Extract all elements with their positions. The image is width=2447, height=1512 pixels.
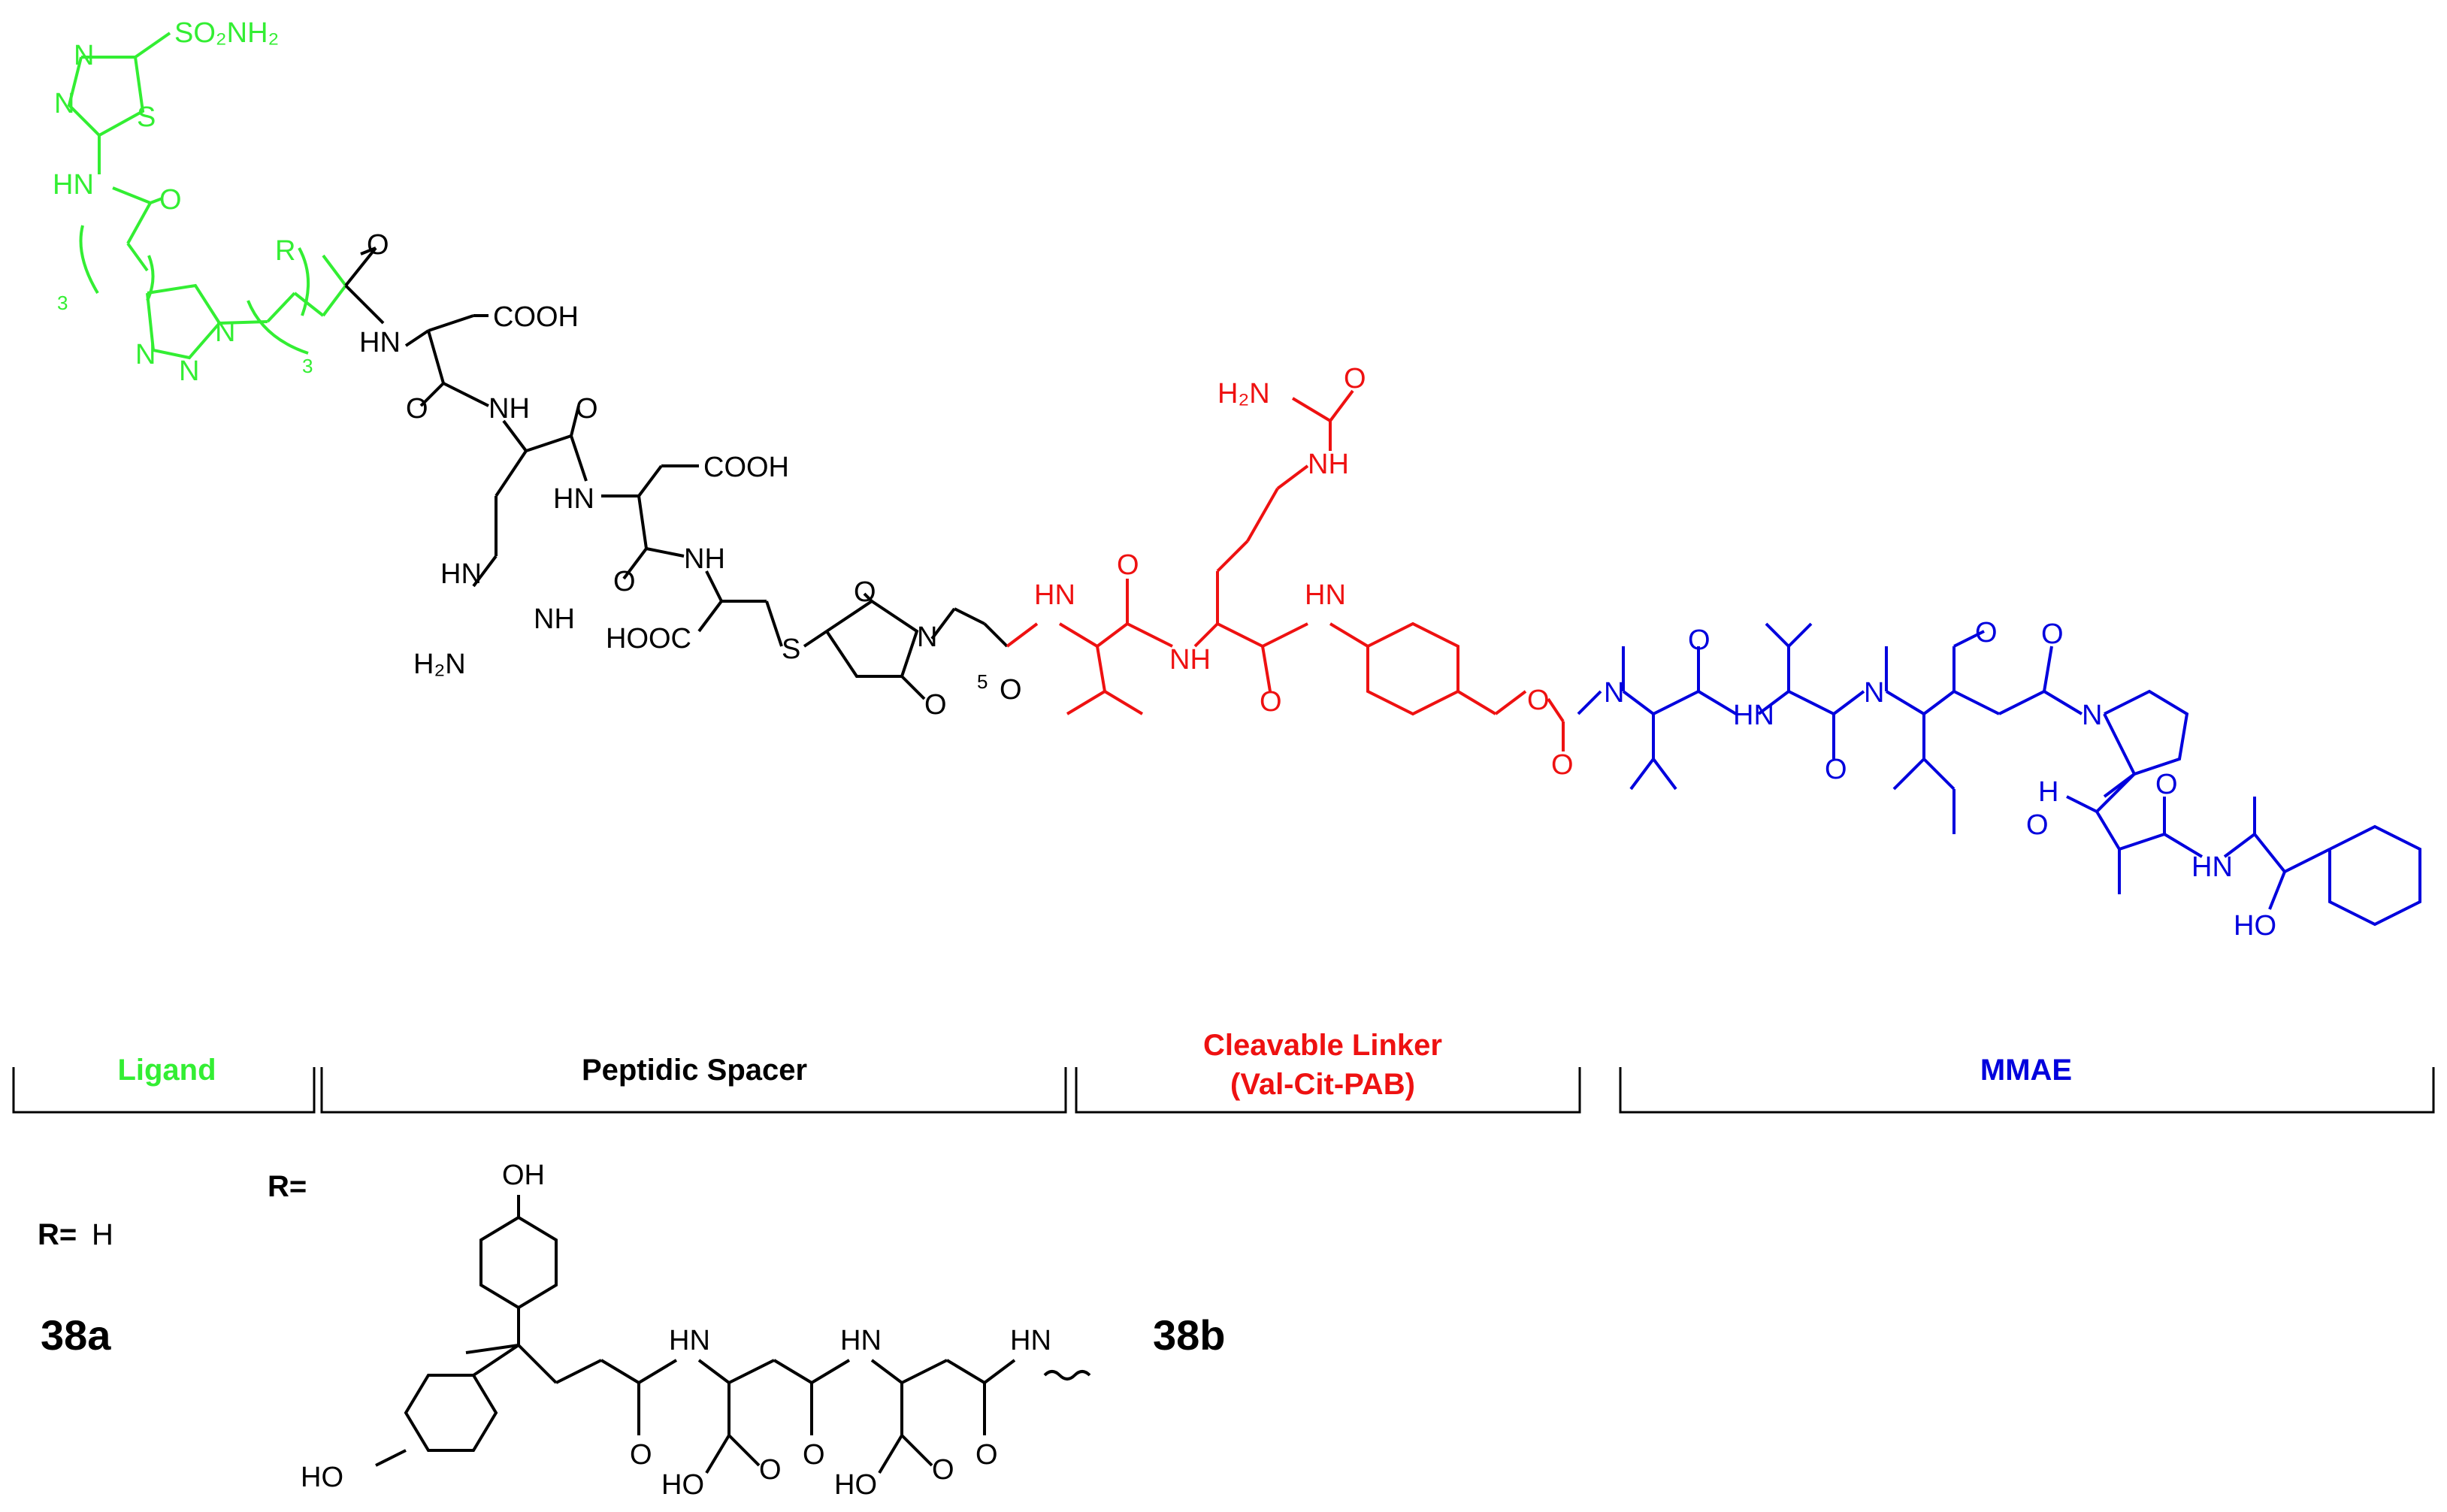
atom-o: O <box>803 1439 825 1471</box>
compound-label-38b: 38b <box>1153 1311 1226 1359</box>
atom-o: O <box>932 1454 954 1486</box>
r-group-38b-labels: OH HO HN HN HN O O O HO O HO O <box>301 1160 1051 1501</box>
atom-nh: NH <box>488 393 530 425</box>
atom-s: S <box>137 101 156 133</box>
atom-n: N <box>1864 677 1884 709</box>
atom-nh: NH <box>1169 644 1211 676</box>
ho-label: HO <box>2234 910 2276 942</box>
atom-hn: HN <box>359 327 401 358</box>
atom-o: O <box>367 229 389 261</box>
ligand-fragment <box>67 32 347 360</box>
cooh-label: COOH <box>493 301 579 333</box>
ho-label: HO <box>834 1469 877 1501</box>
linker-labels: H₂N O NH HN O NH O HN O O <box>1034 363 1574 781</box>
atom-o: O <box>2041 618 2064 650</box>
segment-brackets <box>12 1067 2435 1114</box>
ho-label: HO <box>661 1469 704 1501</box>
payload-labels: N O HN O N O O N H O O HN HO <box>1604 617 2276 942</box>
hooc-label: HOOC <box>606 623 691 655</box>
atom-o: O <box>2155 769 2178 800</box>
atom-o: O <box>630 1439 652 1471</box>
atom-o: O <box>759 1454 782 1486</box>
atom-n: N <box>917 621 937 653</box>
atom-n: N <box>1604 677 1624 709</box>
cooh-label: COOH <box>703 452 789 483</box>
atom-o: O <box>975 1439 998 1471</box>
atom-o: O <box>854 576 876 608</box>
atom-o: O <box>576 393 598 425</box>
atom-n: N <box>54 88 74 119</box>
atom-n: N <box>74 40 94 71</box>
atom-n: N <box>215 316 235 348</box>
ho-label: HO <box>301 1462 343 1493</box>
atom-o: O <box>1975 617 1998 649</box>
atom-nh: NH <box>1308 449 1349 480</box>
atom-o: O <box>1825 754 1847 785</box>
atom-o: O <box>1344 363 1366 395</box>
atom-n: N <box>135 339 156 370</box>
so2nh2-label: SO₂NH₂ <box>174 17 279 49</box>
segment-label-linker-sub: (Val-Cit-PAB) <box>1230 1068 1415 1101</box>
h2n-label: H₂N <box>413 649 466 680</box>
payload-fragment <box>1577 622 2421 927</box>
atom-hn: HN <box>1305 579 1346 611</box>
atom-hn: HN <box>1034 579 1075 611</box>
atom-hn: HN <box>440 558 482 590</box>
atom-o: O <box>613 566 636 597</box>
atom-hn: HN <box>2191 851 2233 883</box>
r-group-label-a: R= <box>38 1218 77 1251</box>
atom-o: O <box>1000 674 1022 706</box>
atom-s: S <box>782 634 800 665</box>
atom-hn: HN <box>53 169 94 201</box>
atom-hn: HN <box>1733 700 1774 731</box>
atom-h: H <box>2038 776 2058 808</box>
atom-o: O <box>1551 749 1574 781</box>
compound-label-38a: 38a <box>41 1311 111 1359</box>
atom-hn: HN <box>1010 1325 1051 1356</box>
atom-n: N <box>2082 700 2102 731</box>
atom-o: O <box>1527 685 1550 716</box>
ligand-labels: SO₂NH₂ N N S HN O 3 3 R N N N <box>53 17 313 387</box>
atom-o: O <box>1260 686 1282 718</box>
repeat-count: 5 <box>977 670 988 693</box>
atom-nh: NH <box>684 543 725 575</box>
segment-label-ligand: Ligand <box>117 1054 216 1087</box>
repeat-count: 3 <box>57 292 68 314</box>
atom-o: O <box>924 689 947 721</box>
oh-label: OH <box>502 1160 545 1191</box>
spacer-fragment <box>344 246 1009 700</box>
repeat-count: 3 <box>302 355 313 377</box>
segment-label-payload: MMAE <box>1980 1054 2072 1087</box>
h2n-label: H₂N <box>1217 378 1270 410</box>
atom-o: O <box>1117 549 1139 581</box>
segment-label-linker: Cleavable Linker <box>1203 1029 1442 1062</box>
r-group-label-b: R= <box>268 1170 307 1203</box>
atom-hn: HN <box>553 483 594 515</box>
atom-o: O <box>1688 624 1710 656</box>
atom-nh: NH <box>534 603 575 635</box>
r-group-38b-structure <box>375 1195 1091 1474</box>
r-group-label: R <box>275 235 295 267</box>
linker-fragment <box>1006 389 1565 751</box>
spacer-labels: O HN COOH O NH O COOH HN HN NH H₂N O NH … <box>359 229 1022 721</box>
atom-n: N <box>179 355 199 387</box>
atom-o: O <box>2026 809 2049 841</box>
atom-o: O <box>406 393 428 425</box>
atom-hn: HN <box>840 1325 882 1356</box>
r-group-value-a: H <box>92 1218 113 1251</box>
atom-o: O <box>159 184 182 216</box>
segment-label-spacer: Peptidic Spacer <box>582 1054 807 1087</box>
atom-hn: HN <box>669 1325 710 1356</box>
